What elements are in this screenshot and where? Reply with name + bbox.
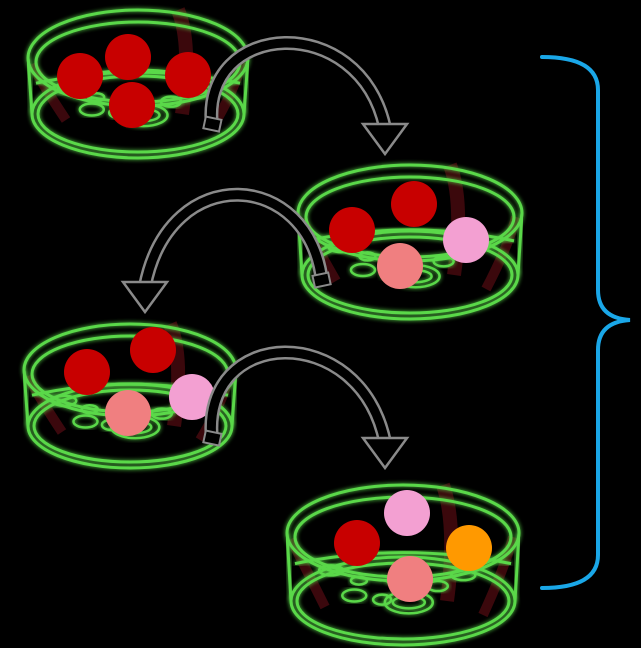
cell-orange <box>446 525 492 571</box>
cell-red <box>109 82 155 128</box>
cell-red <box>165 52 211 98</box>
transfer-arrow-3 <box>202 345 410 471</box>
dish-4 <box>285 482 521 647</box>
dish-2 <box>296 162 524 321</box>
cell-salmon <box>387 556 433 602</box>
cell-red <box>105 34 151 80</box>
arrowhead-icon <box>360 436 410 471</box>
cell-red <box>329 207 375 253</box>
cell-red <box>64 349 110 395</box>
cell-red <box>391 181 437 227</box>
cell-pink <box>384 490 430 536</box>
dish-3 <box>22 321 238 470</box>
curly-brace-icon <box>540 55 631 590</box>
cell-pink <box>169 374 215 420</box>
transfer-arrow-2 <box>120 187 332 315</box>
arrowhead-icon <box>120 280 170 315</box>
cell-salmon <box>105 390 151 436</box>
cell-red <box>57 53 103 99</box>
cell-red <box>130 327 176 373</box>
cell-pink <box>443 217 489 263</box>
cell-salmon <box>377 243 423 289</box>
transfer-arrow-1 <box>202 36 410 157</box>
arrowhead-icon <box>360 122 410 157</box>
cell-red <box>334 520 380 566</box>
